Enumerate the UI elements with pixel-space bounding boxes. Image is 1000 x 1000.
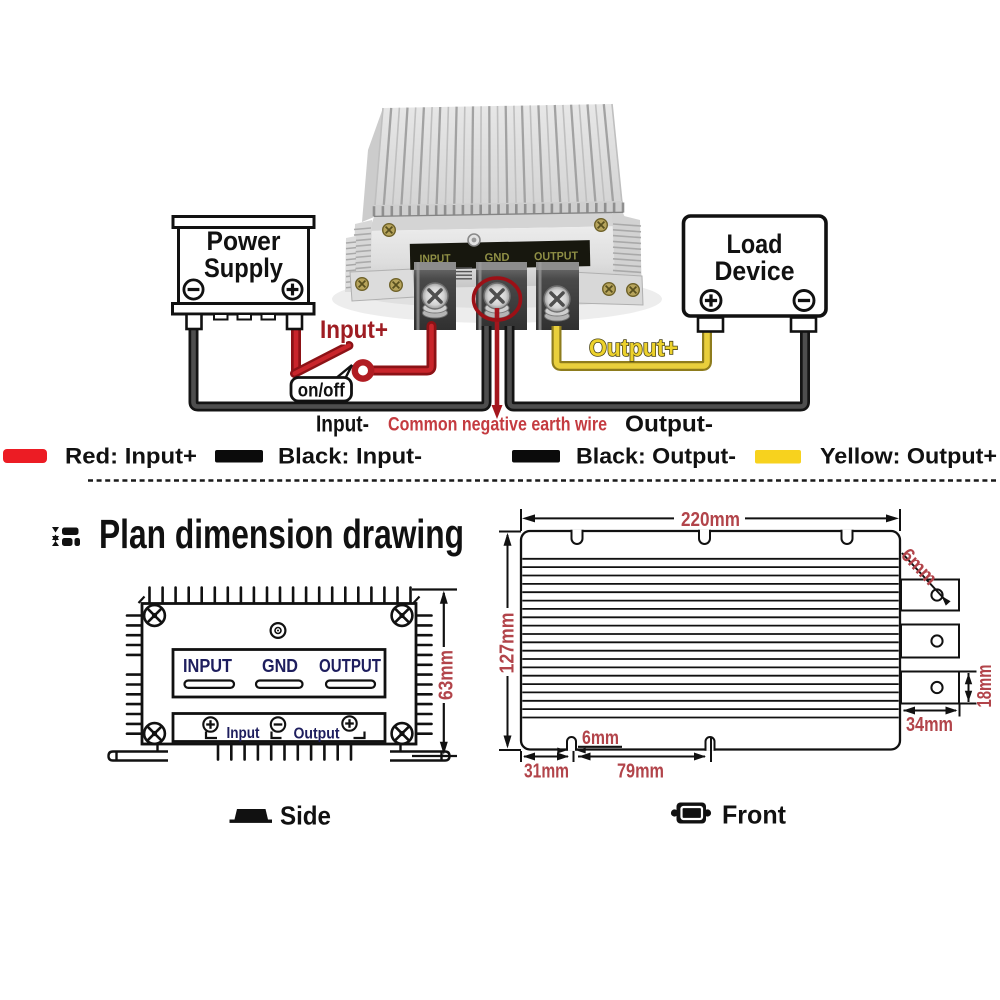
svg-text:Black: Input-: Black: Input- bbox=[278, 444, 422, 469]
svg-text:Output-: Output- bbox=[625, 411, 713, 437]
svg-text:Input: Input bbox=[227, 725, 260, 742]
svg-text:Input+: Input+ bbox=[320, 316, 388, 344]
svg-text:OUTPUT: OUTPUT bbox=[319, 655, 382, 676]
svg-text:127mm: 127mm bbox=[496, 613, 519, 674]
svg-text:INPUT: INPUT bbox=[183, 655, 233, 676]
svg-text:Device: Device bbox=[715, 256, 795, 286]
svg-text:Output+: Output+ bbox=[589, 335, 678, 362]
svg-text:GND: GND bbox=[484, 252, 509, 265]
svg-text:Yellow: Output+: Yellow: Output+ bbox=[820, 444, 997, 469]
svg-text:Output: Output bbox=[294, 726, 340, 743]
svg-text:18mm: 18mm bbox=[974, 665, 996, 708]
svg-text:OUTPUT: OUTPUT bbox=[534, 250, 578, 263]
svg-text:Red: Input+: Red: Input+ bbox=[65, 444, 197, 469]
svg-text:Side: Side bbox=[280, 801, 331, 831]
svg-text:Power: Power bbox=[207, 226, 281, 256]
svg-text:34mm: 34mm bbox=[906, 713, 953, 736]
svg-text:220mm: 220mm bbox=[681, 508, 740, 531]
svg-text:Common negative earth wire: Common negative earth wire bbox=[388, 415, 607, 436]
svg-text:on/off: on/off bbox=[298, 381, 346, 402]
svg-text:Front: Front bbox=[722, 800, 786, 830]
svg-text:Load: Load bbox=[727, 229, 783, 259]
svg-text:63mm: 63mm bbox=[435, 650, 458, 700]
svg-text:Black: Output-: Black: Output- bbox=[576, 444, 736, 469]
svg-text:Input-: Input- bbox=[316, 411, 369, 437]
svg-text:Plan dimension drawing: Plan dimension drawing bbox=[99, 511, 464, 557]
svg-text:Supply: Supply bbox=[204, 253, 283, 283]
svg-text:79mm: 79mm bbox=[617, 760, 664, 783]
svg-text:6mm: 6mm bbox=[582, 727, 619, 749]
svg-text:GND: GND bbox=[262, 655, 298, 676]
svg-text:31mm: 31mm bbox=[524, 760, 569, 783]
